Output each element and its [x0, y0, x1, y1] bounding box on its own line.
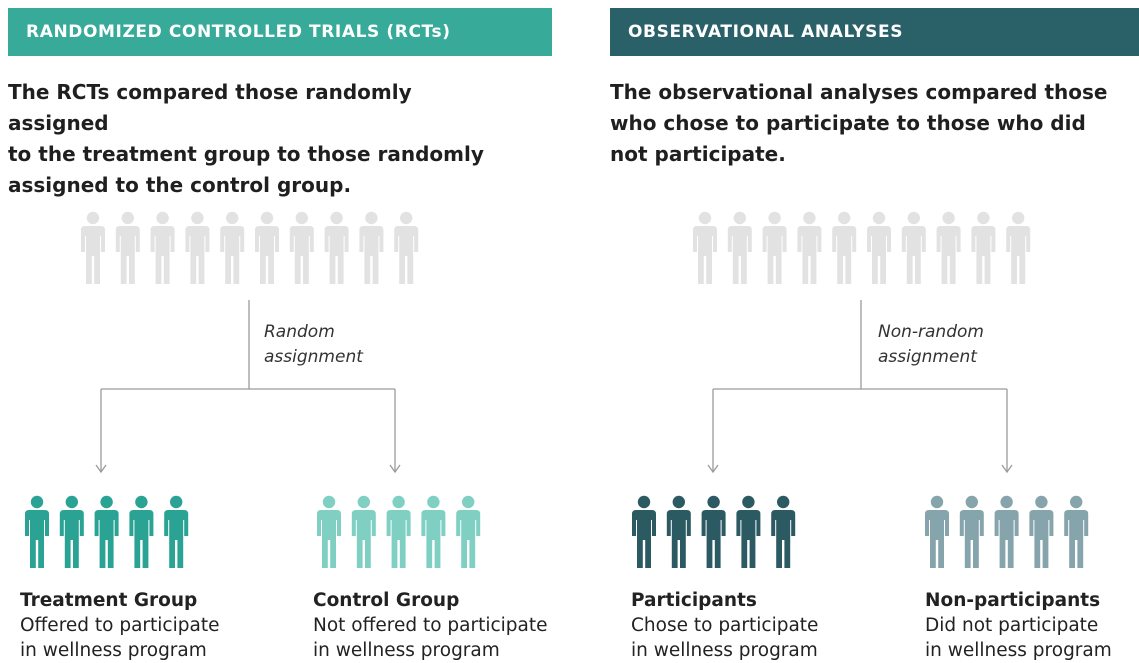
group-b-person-icon: [351, 495, 376, 568]
group-b-person-icon: [421, 495, 446, 568]
obs-banner: OBSERVATIONAL ANALYSES: [610, 8, 1139, 56]
non-participants-desc: Did not participate: [925, 615, 1099, 636]
group-a-person-icon: [771, 495, 796, 568]
obs-assignment-line: assignment: [878, 347, 977, 367]
non-participants-caption: Non-participants Did not participate in …: [925, 588, 1112, 663]
treatment-group-desc: in wellness program: [20, 640, 207, 661]
obs-flow-diagram: [632, 211, 1089, 568]
arrow-down-icon: [707, 464, 719, 474]
crowd-person-icon: [220, 211, 245, 284]
rct-flow-diagram: [25, 211, 481, 568]
control-group-caption: Control Group Not offered to participate…: [313, 588, 548, 663]
obs-intro-line: not participate.: [610, 142, 786, 166]
group-b-person-icon: [1064, 495, 1089, 568]
crowd-person-icon: [394, 211, 419, 284]
rct-intro-line: The RCTs compared those randomly assigne…: [8, 80, 412, 135]
rct-banner: RANDOMIZED CONTROLLED TRIALS (RCTs): [8, 8, 552, 56]
crowd-person-icon: [936, 211, 961, 284]
control-group-desc: in wellness program: [313, 640, 500, 661]
group-a-person-icon: [736, 495, 761, 568]
group-a-person-icon: [701, 495, 726, 568]
group-a-person-icon: [59, 495, 84, 568]
treatment-group-desc: Offered to participate: [20, 615, 220, 636]
group-a-person-icon: [25, 495, 49, 568]
rct-intro: The RCTs compared those randomly assigne…: [8, 77, 508, 201]
participants-title: Participants: [631, 590, 757, 611]
crowd-person-icon: [693, 211, 717, 284]
crowd-person-icon: [832, 211, 857, 284]
crowd-person-icon: [150, 211, 175, 284]
group-b-person-icon: [925, 495, 949, 568]
obs-intro-line: The observational analyses compared thos…: [610, 80, 1108, 104]
rct-intro-line: assigned to the control group.: [8, 173, 352, 197]
group-b-person-icon: [386, 495, 411, 568]
group-b-person-icon: [317, 495, 341, 568]
arrow-down-icon: [95, 464, 107, 474]
participants-caption: Participants Chose to participate in wel…: [631, 588, 818, 663]
crowd-person-icon: [81, 211, 105, 284]
crowd-person-icon: [1006, 211, 1031, 284]
group-a-person-icon: [164, 495, 189, 568]
rct-assignment-line: Random: [264, 322, 335, 342]
treatment-group-caption: Treatment Group Offered to participate i…: [20, 588, 219, 663]
group-a-person-icon: [129, 495, 154, 568]
arrow-down-icon: [389, 464, 401, 474]
non-participants-desc: in wellness program: [925, 640, 1112, 661]
obs-intro: The observational analyses compared thos…: [610, 77, 1110, 170]
control-group-desc: Not offered to participate: [313, 615, 548, 636]
participants-desc: Chose to participate: [631, 615, 819, 636]
rct-assignment-line: assignment: [264, 347, 363, 367]
crowd-person-icon: [762, 211, 787, 284]
crowd-person-icon: [255, 211, 279, 284]
treatment-group-title: Treatment Group: [20, 590, 198, 611]
control-group-title: Control Group: [313, 590, 460, 611]
crowd-person-icon: [115, 211, 140, 284]
rct-panel: RANDOMIZED CONTROLLED TRIALS (RCTs) The …: [8, 0, 553, 662]
group-a-person-icon: [632, 495, 656, 568]
group-b-person-icon: [1029, 495, 1054, 568]
group-b-person-icon: [994, 495, 1019, 568]
crowd-person-icon: [289, 211, 314, 284]
rct-intro-line: to the treatment group to those randomly: [8, 142, 484, 166]
crowd-person-icon: [867, 211, 891, 284]
non-participants-title: Non-participants: [925, 590, 1101, 611]
crowd-person-icon: [971, 211, 996, 284]
crowd-person-icon: [324, 211, 349, 284]
group-b-person-icon: [959, 495, 984, 568]
arrow-down-icon: [1001, 464, 1013, 474]
crowd-person-icon: [727, 211, 752, 284]
crowd-person-icon: [797, 211, 822, 284]
group-b-person-icon: [456, 495, 481, 568]
group-a-person-icon: [666, 495, 691, 568]
crowd-person-icon: [185, 211, 210, 284]
obs-panel: OBSERVATIONAL ANALYSES The observational…: [610, 0, 1139, 662]
obs-assignment-line: Non-random: [878, 322, 984, 342]
obs-intro-line: who chose to participate to those who di…: [610, 111, 1086, 135]
group-a-person-icon: [94, 495, 119, 568]
participants-desc: in wellness program: [631, 640, 818, 661]
obs-assignment-label: Non-random assignment: [878, 320, 984, 370]
crowd-person-icon: [901, 211, 926, 284]
rct-assignment-label: Random assignment: [264, 320, 363, 370]
crowd-person-icon: [359, 211, 384, 284]
